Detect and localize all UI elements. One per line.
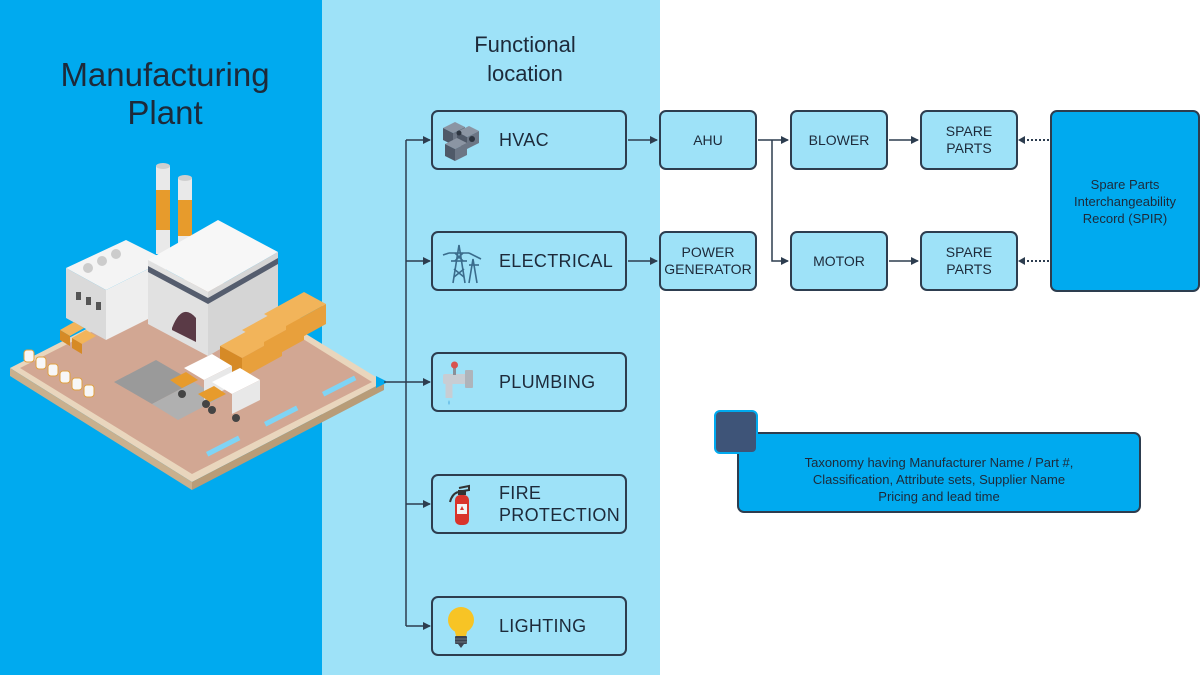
hvac-units-icon [443, 122, 479, 161]
taxonomy-note: Taxonomy having Manufacturer Name / Part… [737, 432, 1141, 513]
taxonomy-note-text: Taxonomy having Manufacturer Name / Part… [804, 455, 1074, 504]
category-fire-protection[interactable]: FIRE PROTECTION [431, 474, 627, 534]
category-electrical[interactable]: ELECTRICAL [431, 231, 627, 291]
blower-box[interactable]: BLOWER [790, 110, 888, 170]
faucet-icon [443, 361, 473, 405]
power-tower-icon [442, 244, 482, 284]
functional-location-title: Functional location [474, 32, 576, 86]
category-label: LIGHTING [499, 616, 587, 636]
note-marker [714, 410, 758, 454]
light-bulb-icon [448, 607, 474, 648]
spir-label: Spare Parts Interchangeability Record (S… [1074, 176, 1176, 226]
category-label: ELECTRICAL [499, 251, 614, 271]
spare-parts-label: SPARE PARTS [945, 123, 993, 156]
spir-box[interactable]: Spare Parts Interchangeability Record (S… [1050, 110, 1200, 292]
power-generator-box[interactable]: POWER GENERATOR [659, 231, 757, 291]
ahu-box[interactable]: AHU [659, 110, 757, 170]
category-label: FIRE PROTECTION [499, 483, 621, 525]
category-plumbing[interactable]: PLUMBING [431, 352, 627, 412]
spare-parts-box-bottom[interactable]: SPARE PARTS [920, 231, 1018, 291]
plant-title: Manufacturing Plant [60, 56, 270, 131]
factory-illustration [10, 163, 386, 490]
power-generator-label: POWER GENERATOR [664, 244, 752, 277]
spare-parts-box-top[interactable]: SPARE PARTS [920, 110, 1018, 170]
motor-label: MOTOR [813, 252, 865, 269]
ahu-label: AHU [693, 131, 723, 148]
category-hvac[interactable]: HVAC [431, 110, 627, 170]
category-label: PLUMBING [499, 372, 596, 392]
blower-label: BLOWER [808, 131, 870, 148]
fire-extinguisher-icon [449, 484, 470, 525]
spare-parts-label: SPARE PARTS [945, 244, 993, 277]
category-lighting[interactable]: LIGHTING [431, 596, 627, 656]
category-label: HVAC [499, 130, 549, 150]
motor-box[interactable]: MOTOR [790, 231, 888, 291]
